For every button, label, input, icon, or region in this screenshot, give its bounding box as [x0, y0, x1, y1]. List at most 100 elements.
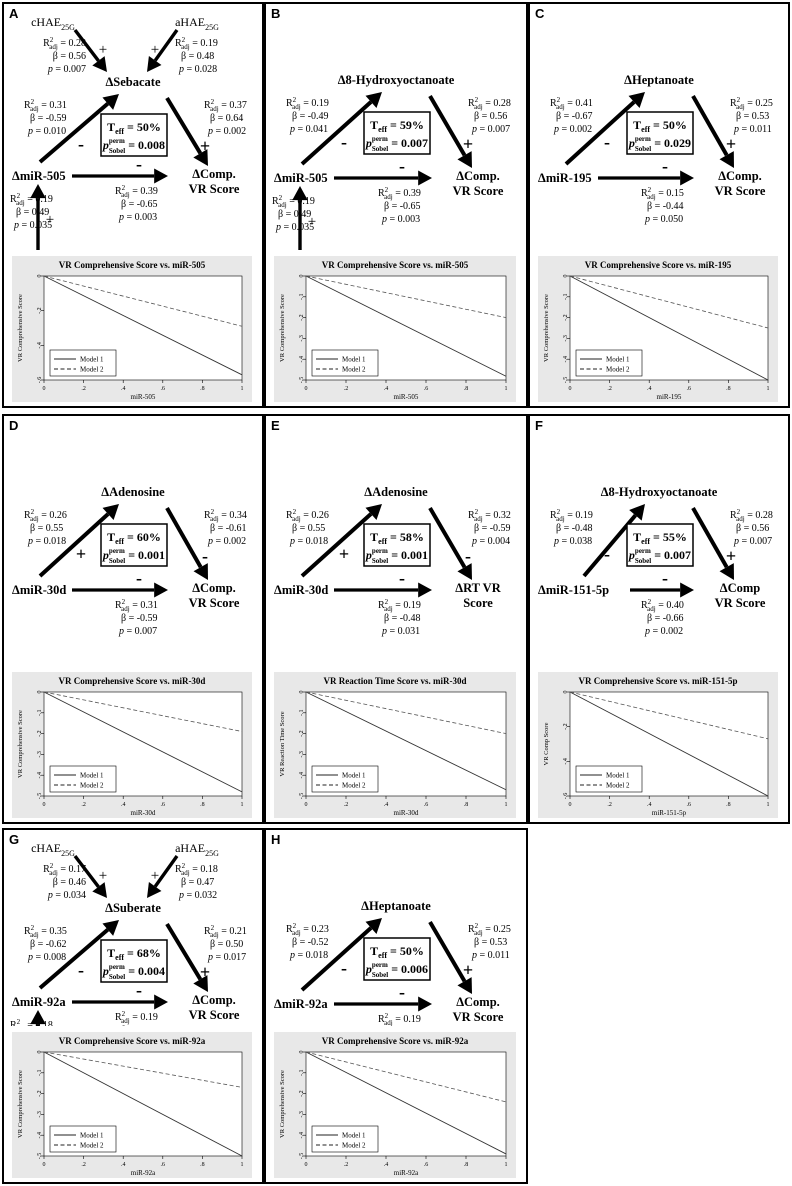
predictor-node: ΔmiR-92a [12, 995, 66, 1009]
arrow-head [457, 977, 472, 994]
arrow-shaft [428, 94, 467, 157]
chart-title: VR Comprehensive Score vs. miR-30d [59, 676, 206, 686]
y-tick-label: -.2 [299, 314, 305, 321]
legend-entry: Model 1 [80, 1132, 104, 1140]
mediator-node: ΔHeptanoate [624, 73, 694, 87]
path-c-arrow [72, 168, 168, 184]
x-tick-label: .2 [81, 386, 86, 392]
teff-value: Teff = 59% [370, 118, 424, 134]
y-tick-label: 0 [299, 275, 305, 278]
x-tick-label: .6 [687, 386, 692, 392]
path-c-arrow [334, 996, 432, 1012]
legend-entry: Model 1 [606, 356, 630, 364]
x-tick-label: .8 [464, 802, 469, 808]
y-axis-label: VR Comprehensive Score [17, 1070, 24, 1138]
legend-box [575, 349, 643, 377]
covariate-bottom-arrow [30, 1010, 46, 1026]
arrow-shaft [691, 95, 729, 157]
y-tick-label: -.5 [563, 377, 569, 384]
outcome-node-line2: VR Score [715, 184, 766, 198]
x-axis-label: miR-92a [131, 1169, 156, 1177]
beta-value: β = 0.46 [53, 877, 86, 888]
p-value: p = 0.002 [644, 626, 683, 637]
x-tick-label: 1 [241, 1162, 244, 1168]
arrow-head [102, 504, 119, 521]
teff-box [626, 111, 694, 155]
series-line-1 [43, 275, 243, 376]
chart-title: VR Comprehensive Score vs. miR-195 [585, 260, 732, 270]
p-value: p = 0.050 [644, 214, 683, 225]
arrow-shaft [73, 854, 100, 888]
teff-box [363, 111, 431, 155]
teff-box [363, 523, 431, 567]
covariate-top-right: aHAE25G [175, 15, 219, 32]
path-a-arrow [564, 92, 645, 166]
beta-value: β = 0.47 [181, 877, 214, 888]
x-tick-label: .8 [200, 1162, 205, 1168]
beta-value: β = 0.55 [292, 523, 325, 534]
p-value: p = 0.018 [289, 950, 328, 961]
x-tick-label: .2 [607, 802, 612, 808]
path-c-sign: - [136, 154, 142, 174]
outcome-node: ΔComp. [456, 169, 500, 183]
mediator-node: ΔAdenosine [101, 485, 165, 499]
path-a-sign: - [604, 132, 610, 152]
arrow-head [418, 170, 432, 186]
path-c-arrow [630, 582, 694, 598]
x-tick-label: 0 [569, 386, 572, 392]
legend-entry: Model 2 [342, 366, 366, 374]
mediator-node: ΔAdenosine [364, 485, 428, 499]
path-c-sign: - [136, 568, 142, 588]
beta-value: β = -0.59 [474, 523, 511, 534]
y-tick-label: -.1 [299, 710, 305, 717]
x-tick-label: 1 [241, 386, 244, 392]
x-tick-label: 1 [241, 802, 244, 808]
y-tick-label: -.2 [37, 730, 43, 737]
arrow-head [457, 563, 472, 580]
path-b-sign: + [463, 960, 473, 980]
p-value: p = 0.002 [207, 536, 246, 547]
legend-box [311, 765, 379, 793]
covariate-bottom-arrow [30, 184, 46, 250]
p-value: p = 0.007 [733, 536, 772, 547]
teff-value: Teff = 50% [107, 120, 161, 136]
beta-value: β = -0.66 [647, 613, 684, 624]
beta-value: β = 0.50 [210, 939, 243, 950]
predictor-node: ΔmiR-195 [538, 171, 592, 185]
y-tick-label: -.4 [299, 1132, 305, 1139]
panel-letter: F [535, 418, 543, 433]
x-tick-label: .6 [161, 1162, 166, 1168]
arrow-head [102, 94, 119, 110]
arrow-shaft [428, 506, 467, 569]
beta-value: β = -0.48 [384, 613, 421, 624]
x-tick-label: 0 [43, 1162, 46, 1168]
beta-value: β = -0.48 [121, 1025, 158, 1026]
arrow-head [719, 151, 734, 168]
series-line-1 [43, 1051, 243, 1157]
x-tick-label: .2 [607, 386, 612, 392]
beta-value: β = -0.59 [30, 113, 67, 124]
x-tick-label: .4 [384, 386, 389, 392]
legend-entry: Model 1 [342, 772, 366, 780]
path-a-arrow [38, 920, 119, 990]
series-line-2 [305, 1051, 507, 1103]
beta-value: β = -0.62 [30, 939, 67, 950]
x-tick-label: 1 [505, 802, 508, 808]
